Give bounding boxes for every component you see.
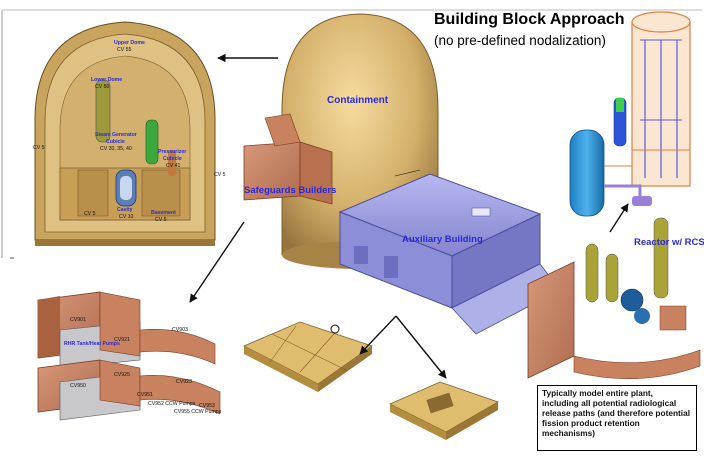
diagram-subtitle: (no pre-defined nodalization): [434, 33, 606, 48]
lower-dome-label: Lower Dome: [91, 77, 123, 83]
safeguards-label: Safeguards Builders: [244, 185, 337, 196]
sg-cv-label: CV 30, 35, 40: [100, 146, 132, 152]
reactor-building: [527, 217, 701, 380]
safeguards-cv-label: CV951: [137, 392, 153, 398]
cavity-cv: CV 10: [119, 214, 134, 220]
auxiliary-building: [338, 173, 561, 335]
diagram-title: Building Block Approach: [434, 11, 625, 28]
safeguards-cv-label: CV921: [114, 337, 130, 343]
containment-cutaway: [34, 21, 216, 246]
side-frame: [1, 9, 702, 259]
ccw-pumps-label: CV952 CCW Pumps: [148, 401, 196, 407]
basement-label: Basement: [151, 210, 176, 216]
safeguards-cv-label: CV901: [70, 317, 86, 323]
safeguards-building: [243, 113, 333, 205]
modeling-note: Typically model entire plant, including …: [537, 385, 697, 451]
safeguards-cv-label: CV950: [70, 383, 86, 389]
safeguards-cv-label: CV925: [114, 372, 130, 378]
containment-label: Containment: [327, 95, 389, 106]
ccw-pumps-label: CV955 CCW Pumps: [174, 409, 222, 415]
floor-cv-label: CV 5: [84, 211, 96, 217]
rhr-tank-label: RHR Tank/Heat Pumps: [64, 341, 120, 347]
reactor-label: Reactor w/ RCS: [634, 237, 704, 248]
floor-plates: [243, 321, 499, 440]
safeguards-cv-label: CV953: [199, 403, 215, 409]
cavity-label: Cavity: [117, 207, 133, 213]
right-cv-label: CV 5: [214, 172, 226, 178]
sg-cubicle-label: Cubicle: [106, 139, 125, 145]
basement-cv: CV 5: [155, 217, 167, 223]
pressurizer-cubicle-label: Cubicle: [163, 156, 182, 162]
pressurizer-label: Pressurizer: [158, 149, 187, 155]
safeguards-cv-label: CV903: [172, 327, 188, 333]
pressurizer-cv: CV 41: [166, 163, 181, 169]
steam-generator-label: Steam Generator: [95, 132, 137, 138]
lower-dome-cv: CV 50: [95, 84, 110, 90]
auxiliary-label: Auxiliary Building: [402, 234, 483, 245]
safeguards-cv-label: CV923: [176, 379, 192, 385]
left-cv-label: CV 5: [33, 145, 45, 151]
safeguards-floors: [37, 291, 221, 421]
upper-dome-cv: CV 55: [117, 47, 132, 53]
rcs-schematic: [569, 11, 691, 217]
connector-arrows: [189, 53, 629, 379]
upper-dome-label: Upper Dome: [114, 40, 145, 46]
